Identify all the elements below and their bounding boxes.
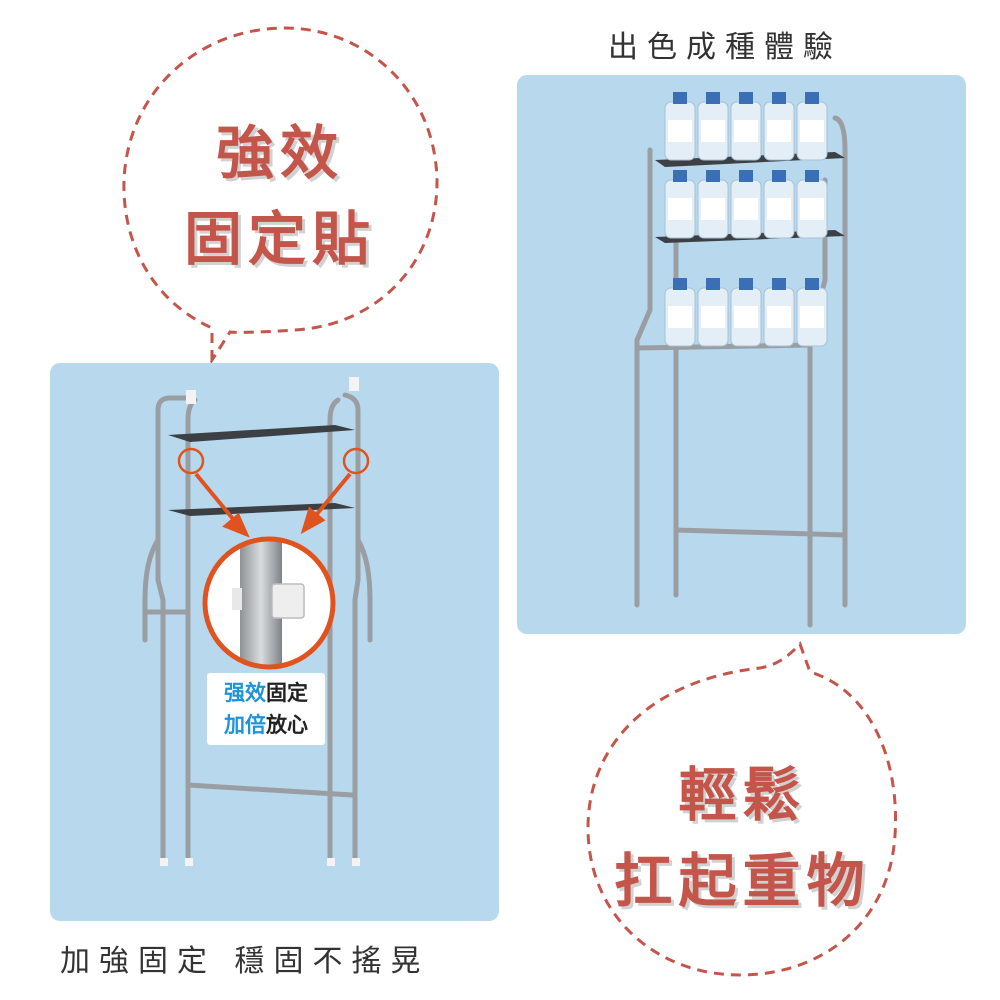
top-bubble-line1: 強效 <box>215 119 344 187</box>
right-product-panel <box>517 75 966 634</box>
right-rack-right-inner <box>807 177 828 628</box>
top-cap-right <box>349 377 359 391</box>
middle-shelf <box>168 503 355 516</box>
label-line1-blue: 强效 <box>224 681 266 705</box>
left-caption: 加強固定 穩固不搖晃 <box>60 944 430 979</box>
right-rack-right-outer <box>832 115 848 608</box>
right-rack-left-outer <box>634 147 653 608</box>
bottom-bubble-line1: 輕鬆 <box>678 761 807 829</box>
right-caption: 出色成種體驗 <box>608 30 842 65</box>
top-cap-left <box>186 390 196 404</box>
left-frame-curve <box>142 537 161 643</box>
label-line2-blue: 加倍 <box>224 713 266 737</box>
top-shelf <box>168 425 355 442</box>
callout-arrow-right <box>310 472 352 522</box>
bottom-bubble-line2: 扛起重物 <box>614 847 871 915</box>
callout-ring-left <box>177 447 205 475</box>
adhesive-mount <box>271 583 305 619</box>
top-bubble-text: 強效 固定貼 <box>160 110 400 282</box>
right-frame-inner <box>327 397 341 863</box>
feature-label: 强效固定 加倍放心 <box>207 673 325 745</box>
zoom-circle-ring <box>202 536 336 670</box>
bottom-bubble-text: 輕鬆 扛起重物 <box>600 752 885 924</box>
top-bubble-line2: 固定貼 <box>183 205 376 273</box>
water-bottles <box>664 92 828 347</box>
right-frame-curve <box>355 537 373 643</box>
left-frame-outer <box>155 395 188 863</box>
callout-ring-right <box>342 447 370 475</box>
callout-arrow-left <box>194 472 240 527</box>
label-line1-dark: 固定 <box>266 681 308 705</box>
right-frame-outer <box>342 392 361 863</box>
bottom-speech-bubble <box>586 641 898 977</box>
bottom-crossbar <box>185 782 355 798</box>
top-speech-bubble <box>122 26 439 366</box>
label-line2-dark: 放心 <box>266 713 308 737</box>
